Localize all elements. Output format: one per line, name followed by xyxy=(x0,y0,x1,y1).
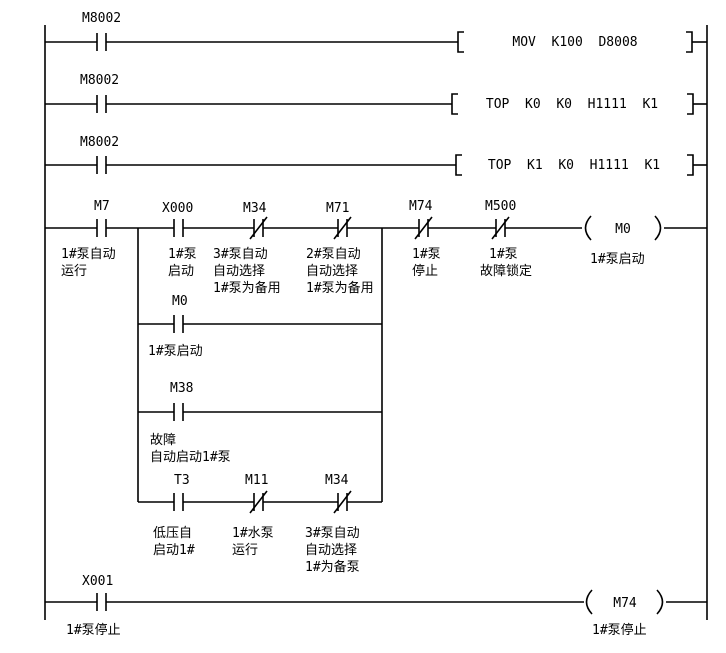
contact-address: M500 xyxy=(485,199,516,214)
contact-no-x000[interactable] xyxy=(173,219,184,237)
contact-comment: 1#泵为备用 xyxy=(213,280,281,296)
contact-address: X001 xyxy=(82,574,113,589)
contact-no-m0[interactable] xyxy=(173,315,184,333)
function-box-top[interactable]: TOP K1 K0 H1111 K1 xyxy=(455,154,694,176)
contact-comment: 3#泵自动 xyxy=(213,247,268,262)
contact-nc-m71[interactable] xyxy=(333,216,352,240)
contact-address: M71 xyxy=(326,201,349,216)
coil-comment: 1#泵启动 xyxy=(590,252,645,267)
contact-no-m8002[interactable] xyxy=(96,33,107,51)
contact-comment: 运行 xyxy=(61,264,87,279)
contact-nc-m500[interactable] xyxy=(491,216,510,240)
contact-address: M7 xyxy=(94,199,110,214)
rung-3: M8002 TOP K1 K0 H1111 K1 xyxy=(45,135,707,176)
contact-no-m8002[interactable] xyxy=(96,95,107,113)
instruction-text: MOV K100 D8008 xyxy=(512,35,637,50)
contact-comment: 1#水泵 xyxy=(232,526,274,541)
coil-comment: 1#泵停止 xyxy=(592,622,647,638)
contact-address: T3 xyxy=(174,473,190,488)
contact-address: M34 xyxy=(243,201,267,216)
contact-address: M0 xyxy=(172,294,188,309)
contact-comment: 自动启动1#泵 xyxy=(150,450,231,465)
coil-m0[interactable]: M0 xyxy=(584,215,662,241)
coil-address: M0 xyxy=(615,222,631,237)
contact-no-t3[interactable] xyxy=(173,493,184,511)
contact-no-m38[interactable] xyxy=(173,403,184,421)
contact-address: M38 xyxy=(170,381,193,396)
contact-no-m7[interactable] xyxy=(96,219,107,237)
instruction-text: TOP K1 K0 H1111 K1 xyxy=(488,158,660,173)
contact-comment: 3#泵自动 xyxy=(305,526,360,541)
contact-comment: 运行 xyxy=(232,543,258,558)
contact-no-x001[interactable] xyxy=(96,593,107,611)
rung-1: M8002 MOV K100 D8008 xyxy=(45,11,707,53)
rung-4: M7 1#泵自动 运行 X000 1#泵 启动 M34 3#泵自动 自动选择 1… xyxy=(45,199,707,575)
rung-5: X001 1#泵停止 M74 1#泵停止 xyxy=(45,574,707,638)
contact-comment: 启动 xyxy=(168,264,194,279)
contact-comment: 1#泵停止 xyxy=(66,622,121,638)
contact-comment: 1#泵 xyxy=(412,247,441,262)
function-box-mov[interactable]: MOV K100 D8008 xyxy=(457,31,693,53)
contact-comment: 低压自 xyxy=(153,526,192,541)
contact-comment: 1#泵启动 xyxy=(148,344,203,359)
contact-comment: 故障锁定 xyxy=(480,263,532,279)
contact-comment: 1#泵为备用 xyxy=(306,280,374,296)
contact-address: M8002 xyxy=(80,73,119,88)
contact-comment: 启动1# xyxy=(153,543,195,558)
contact-address: X000 xyxy=(162,201,193,216)
instruction-text: TOP K0 K0 H1111 K1 xyxy=(486,97,658,112)
contact-address: M8002 xyxy=(82,11,121,26)
contact-address: M74 xyxy=(409,199,433,214)
contact-comment: 自动选择 xyxy=(213,264,265,279)
contact-comment: 1#为备泵 xyxy=(305,559,360,575)
contact-address: M34 xyxy=(325,473,349,488)
function-box-top[interactable]: TOP K0 K0 H1111 K1 xyxy=(451,93,694,115)
contact-comment: 故障 xyxy=(150,433,176,448)
contact-comment: 自动选择 xyxy=(305,543,357,558)
contact-comment: 1#泵自动 xyxy=(61,247,116,262)
rung-2: M8002 TOP K0 K0 H1111 K1 xyxy=(45,73,707,115)
coil-m74[interactable]: M74 xyxy=(585,589,664,615)
contact-comment: 1#泵 xyxy=(168,247,197,262)
contact-comment: 自动选择 xyxy=(306,264,358,279)
contact-nc-m34[interactable] xyxy=(249,216,268,240)
contact-address: M8002 xyxy=(80,135,119,150)
coil-address: M74 xyxy=(613,596,637,611)
contact-comment: 停止 xyxy=(412,263,438,279)
contact-address: M11 xyxy=(245,473,268,488)
contact-no-m8002[interactable] xyxy=(96,156,107,174)
contact-comment: 2#泵自动 xyxy=(306,247,361,262)
contact-comment: 1#泵 xyxy=(489,247,518,262)
contact-nc-m74[interactable] xyxy=(414,216,433,240)
